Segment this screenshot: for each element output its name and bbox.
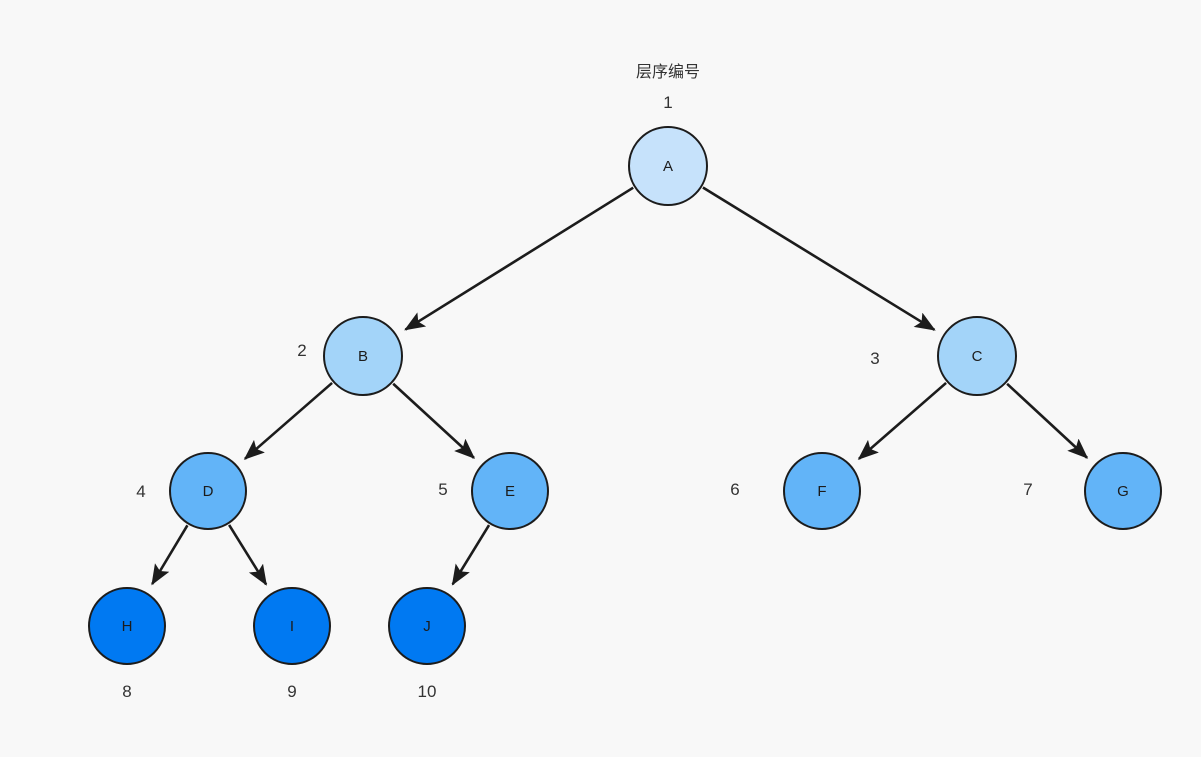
tree-node-b[interactable]: B <box>323 316 403 396</box>
diagram-title: 层序编号 <box>635 64 701 81</box>
tree-node-j[interactable]: J <box>388 587 466 665</box>
level-order-index-g: 7 <box>1023 480 1033 499</box>
tree-node-a[interactable]: A <box>628 126 708 206</box>
level-order-index-h: 8 <box>122 682 132 701</box>
tree-edge-d-i <box>228 524 268 586</box>
tree-node-label: G <box>1117 482 1129 500</box>
tree-node-label: I <box>289 617 295 635</box>
tree-edge-c-f <box>857 381 947 460</box>
tree-node-label: B <box>357 347 368 365</box>
tree-edges <box>151 186 1089 586</box>
tree-node-f[interactable]: F <box>783 452 861 530</box>
tree-edge-e-j <box>451 524 491 586</box>
tree-node-i[interactable]: I <box>253 587 331 665</box>
tree-node-g[interactable]: G <box>1084 452 1162 530</box>
tree-node-label: E <box>504 482 515 500</box>
tree-node-label: H <box>121 617 133 635</box>
level-order-index-b: 2 <box>297 341 307 360</box>
tree-edge-d-h <box>151 524 189 586</box>
tree-edge-a-c <box>702 186 936 331</box>
level-order-index-a: 1 <box>663 93 673 112</box>
tree-node-label: F <box>817 482 827 500</box>
level-order-index-i: 9 <box>287 682 297 701</box>
tree-edge-a-b <box>404 186 634 331</box>
tree-edge-b-e <box>392 382 476 459</box>
tree-node-e[interactable]: E <box>471 452 549 530</box>
tree-node-label: J <box>423 617 431 635</box>
tree-node-label: A <box>662 157 673 175</box>
level-order-index-e: 5 <box>438 480 448 499</box>
tree-node-h[interactable]: H <box>88 587 166 665</box>
tree-node-label: C <box>971 347 983 365</box>
tree-node-c[interactable]: C <box>937 316 1017 396</box>
level-order-index-f: 6 <box>730 480 740 499</box>
level-order-index-d: 4 <box>136 482 146 501</box>
tree-edge-b-d <box>243 381 333 460</box>
level-order-index-j: 10 <box>417 682 437 701</box>
level-order-index-c: 3 <box>870 349 880 368</box>
tree-node-label: D <box>202 482 214 500</box>
tree-node-d[interactable]: D <box>169 452 247 530</box>
tree-edge-c-g <box>1006 382 1089 459</box>
